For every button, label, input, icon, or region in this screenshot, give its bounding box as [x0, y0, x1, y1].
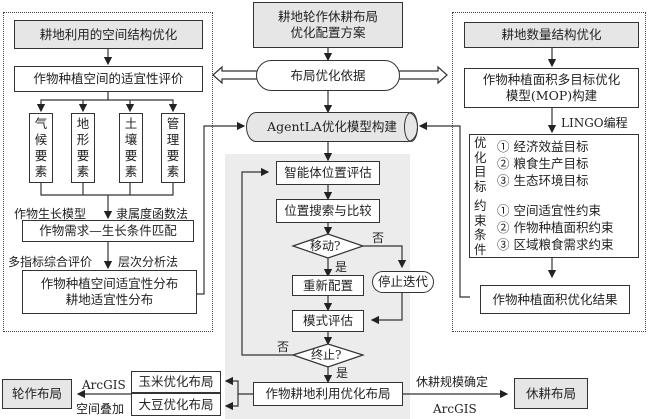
- constraints-list: ① 空间适宜性约束 ② 作物种植面积约束 ③ 区域粮食需求约束: [497, 202, 613, 253]
- end-decision-text: 终止?: [311, 348, 342, 362]
- constraints-label: 约束条件: [474, 198, 487, 257]
- factor-climate: 气候要素: [29, 113, 53, 183]
- objectives-label: 优化目标: [474, 135, 487, 194]
- spatial-structure-title: 耕地利用的空间结构优化: [14, 20, 203, 49]
- objective-item: ① 经济效益目标: [497, 139, 589, 154]
- right-panel: [452, 12, 646, 332]
- demand-condition-match: 作物需求—生长条件匹配: [22, 220, 194, 242]
- mop-model: 作物种植面积多目标优化 模型(MOP)构建: [464, 68, 639, 108]
- position-search: 位置搜索与比较: [276, 199, 380, 223]
- constraint-item: ① 空间适宜性约束: [497, 203, 601, 218]
- objective-item: ③ 生态环境目标: [497, 173, 589, 188]
- end-decision-diamond: [291, 343, 365, 368]
- land-use-layout: 作物耕地利用优化布局: [253, 382, 403, 406]
- factor-management: 管理要素: [161, 113, 185, 183]
- move-decision-diamond: [291, 233, 365, 259]
- rotation-layout: 轮作布局: [2, 379, 72, 409]
- reconfigure: 重新配置: [292, 275, 364, 296]
- label-growth-model: 作物生长模型: [14, 207, 87, 221]
- constraint-item: ③ 区域粮食需求约束: [497, 237, 614, 252]
- label-membership: 隶属度函数法: [116, 207, 189, 221]
- stop-iteration: 停止迭代: [372, 271, 434, 293]
- no-label-move: 否: [372, 231, 385, 245]
- label-ahp: 层次分析法: [118, 255, 179, 269]
- no-label-end: 否: [277, 340, 290, 354]
- pattern-eval: 模式评估: [292, 310, 364, 332]
- quantity-structure-title: 耕地数量结构优化: [464, 22, 639, 48]
- left-panel: [3, 12, 213, 332]
- factor-soil: 土壤要素: [119, 113, 143, 183]
- objectives-constraints-box: [469, 134, 639, 258]
- suitability-distribution: 作物种植空间适宜性分布 耕地适宜性分布: [22, 270, 197, 314]
- label-arcgis-left: ArcGIS: [82, 378, 126, 392]
- label-multi-index: 多指标综合评价: [8, 255, 93, 269]
- suitability-eval: 作物种植空间的适宜性评价: [14, 66, 203, 92]
- cylinder-end: [404, 112, 418, 142]
- fallow-layout: 休耕布局: [514, 378, 588, 409]
- agent-position-eval: 智能体位置评估: [276, 161, 380, 185]
- move-decision-text: 移动?: [310, 239, 341, 253]
- area-optimization-result: 作物种植面积优化结果: [480, 285, 630, 314]
- layout-basis: 布局优化依据: [256, 60, 400, 91]
- label-lingo: LINGO编程: [561, 116, 628, 130]
- yes-label-end: 是: [336, 366, 349, 380]
- label-arcgis-right: ArcGIS: [433, 402, 477, 416]
- label-spatial-overlay: 空间叠加: [76, 402, 125, 416]
- agentla-model: AgentLA优化模型构建: [246, 112, 418, 142]
- constraint-item: ② 作物种植面积约束: [497, 220, 614, 235]
- objectives-list: ① 经济效益目标 ② 粮食生产目标 ③ 生态环境目标: [497, 138, 588, 189]
- label-fallow-scale: 休耕规模确定: [416, 375, 489, 389]
- corn-layout: 玉米优化布局: [131, 371, 221, 393]
- layout-plan-title: 耕地轮作休耕布局 优化配置方案: [253, 2, 403, 48]
- yes-label-move: 是: [335, 260, 348, 274]
- soybean-layout: 大豆优化布局: [131, 393, 221, 416]
- factor-terrain: 地形要素: [71, 113, 95, 183]
- objective-item: ② 粮食生产目标: [497, 156, 589, 171]
